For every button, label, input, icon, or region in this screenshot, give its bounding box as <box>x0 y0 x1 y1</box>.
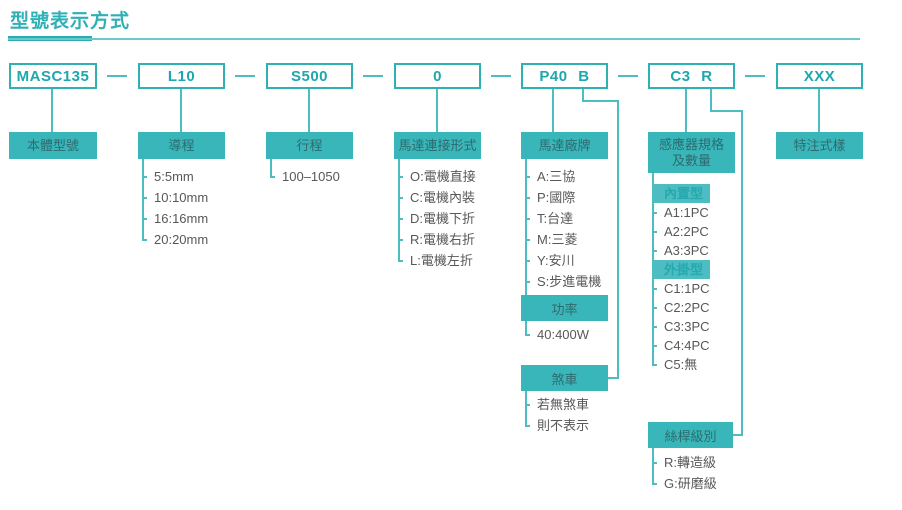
list-item: O:電機直接 <box>398 166 476 187</box>
list-item: P:國際 <box>525 187 601 208</box>
label-custom-spec: 特注式樣 <box>776 132 863 159</box>
code-box-motor-brand: P40 B <box>521 63 608 89</box>
list-item: M:三菱 <box>525 229 601 250</box>
list-item: 則不表示 <box>525 415 589 436</box>
dash-separator <box>745 75 765 77</box>
page-title: 型號表示方式 <box>10 11 131 32</box>
title-underline <box>8 38 860 40</box>
motor-brand-options: A:三協 P:國際 T:台達 M:三菱 Y:安川 S:步進電機 <box>525 166 601 292</box>
list-item: A1:1PC <box>652 203 710 222</box>
lead-options: 5:5mm 10:10mm 16:16mm 20:20mm <box>142 166 208 250</box>
code-box-motor-connection: 0 <box>394 63 481 89</box>
list-item: T:台達 <box>525 208 601 229</box>
brake-connector <box>582 89 584 102</box>
stroke-options: 100–1050 <box>270 166 340 187</box>
list-item: R:轉造級 <box>652 452 717 473</box>
connector-line <box>685 89 687 132</box>
code-box-sensor: C3 R <box>648 63 735 89</box>
list-item: 100–1050 <box>270 166 340 187</box>
sensor-options: 內置型 A1:1PC A2:2PC A3:3PC 外掛型 C1:1PC C2:2… <box>652 184 710 374</box>
screw-grade-connector <box>733 434 743 436</box>
list-item: 16:16mm <box>142 208 208 229</box>
list-item: S:步進電機 <box>525 271 601 292</box>
connector-line <box>818 89 820 132</box>
brake-label: 煞車 <box>521 365 608 391</box>
power-label: 功率 <box>521 295 608 321</box>
label-motor-brand: 馬達廠牌 <box>521 132 608 159</box>
list-item: D:電機下折 <box>398 208 476 229</box>
list-item: A2:2PC <box>652 222 710 241</box>
list-item: C3:3PC <box>652 317 710 336</box>
list-item: G:研磨級 <box>652 473 717 494</box>
screw-grade-label: 絲桿級別 <box>648 422 733 448</box>
label-sensor-spec-line1: 感應器規格 <box>658 136 724 152</box>
code-box-lead: L10 <box>138 63 225 89</box>
list-spine <box>398 159 400 261</box>
screw-grade-connector <box>710 89 712 112</box>
connector-line <box>180 89 182 132</box>
dash-separator <box>491 75 511 77</box>
list-spine <box>525 391 527 426</box>
dash-separator <box>107 75 127 77</box>
screw-grade-connector <box>710 110 743 112</box>
list-spine <box>652 448 654 484</box>
dash-separator <box>235 75 255 77</box>
list-item: A3:3PC <box>652 241 710 260</box>
connector-line <box>51 89 53 132</box>
brake-connector <box>608 377 619 379</box>
list-item: 5:5mm <box>142 166 208 187</box>
list-spine <box>270 159 272 177</box>
list-spine <box>525 321 527 334</box>
list-item: A:三協 <box>525 166 601 187</box>
label-sensor-spec-line2: 及數量 <box>671 152 711 168</box>
motor-connection-options: O:電機直接 C:電機內裝 D:電機下折 R:電機右折 L:電機左折 <box>398 166 476 271</box>
brake-options: 若無煞車 則不表示 <box>525 394 589 436</box>
brake-connector <box>582 100 619 102</box>
list-item: R:電機右折 <box>398 229 476 250</box>
connector-line <box>436 89 438 132</box>
power-options: 40:400W <box>525 324 589 345</box>
connector-line <box>308 89 310 132</box>
list-item-group-built-in: 內置型 <box>652 184 710 203</box>
list-item: 10:10mm <box>142 187 208 208</box>
list-item: 20:20mm <box>142 229 208 250</box>
list-item: C2:2PC <box>652 298 710 317</box>
code-box-custom: XXX <box>776 63 863 89</box>
list-item: Y:安川 <box>525 250 601 271</box>
list-spine <box>525 159 527 295</box>
brake-connector <box>617 100 619 379</box>
list-spine <box>142 159 144 240</box>
list-item: C5:無 <box>652 355 710 374</box>
list-item: C4:4PC <box>652 336 710 355</box>
label-lead: 導程 <box>138 132 225 159</box>
screw-grade-options: R:轉造級 G:研磨級 <box>652 452 717 494</box>
code-box-stroke: S500 <box>266 63 353 89</box>
connector-line <box>552 89 554 132</box>
label-motor-connection: 馬達連接形式 <box>394 132 481 159</box>
code-box-body-model: MASC135 <box>9 63 97 89</box>
list-item: C1:1PC <box>652 279 710 298</box>
label-sensor-spec: 感應器規格 及數量 <box>648 132 735 173</box>
dash-separator <box>618 75 638 77</box>
list-item: 40:400W <box>525 324 589 345</box>
list-item: C:電機內裝 <box>398 187 476 208</box>
list-item: L:電機左折 <box>398 250 476 271</box>
list-item: 若無煞車 <box>525 394 589 415</box>
label-body-model: 本體型號 <box>9 132 97 159</box>
screw-grade-connector <box>741 110 743 436</box>
label-stroke: 行程 <box>266 132 353 159</box>
dash-separator <box>363 75 383 77</box>
list-item-group-external: 外掛型 <box>652 260 710 279</box>
